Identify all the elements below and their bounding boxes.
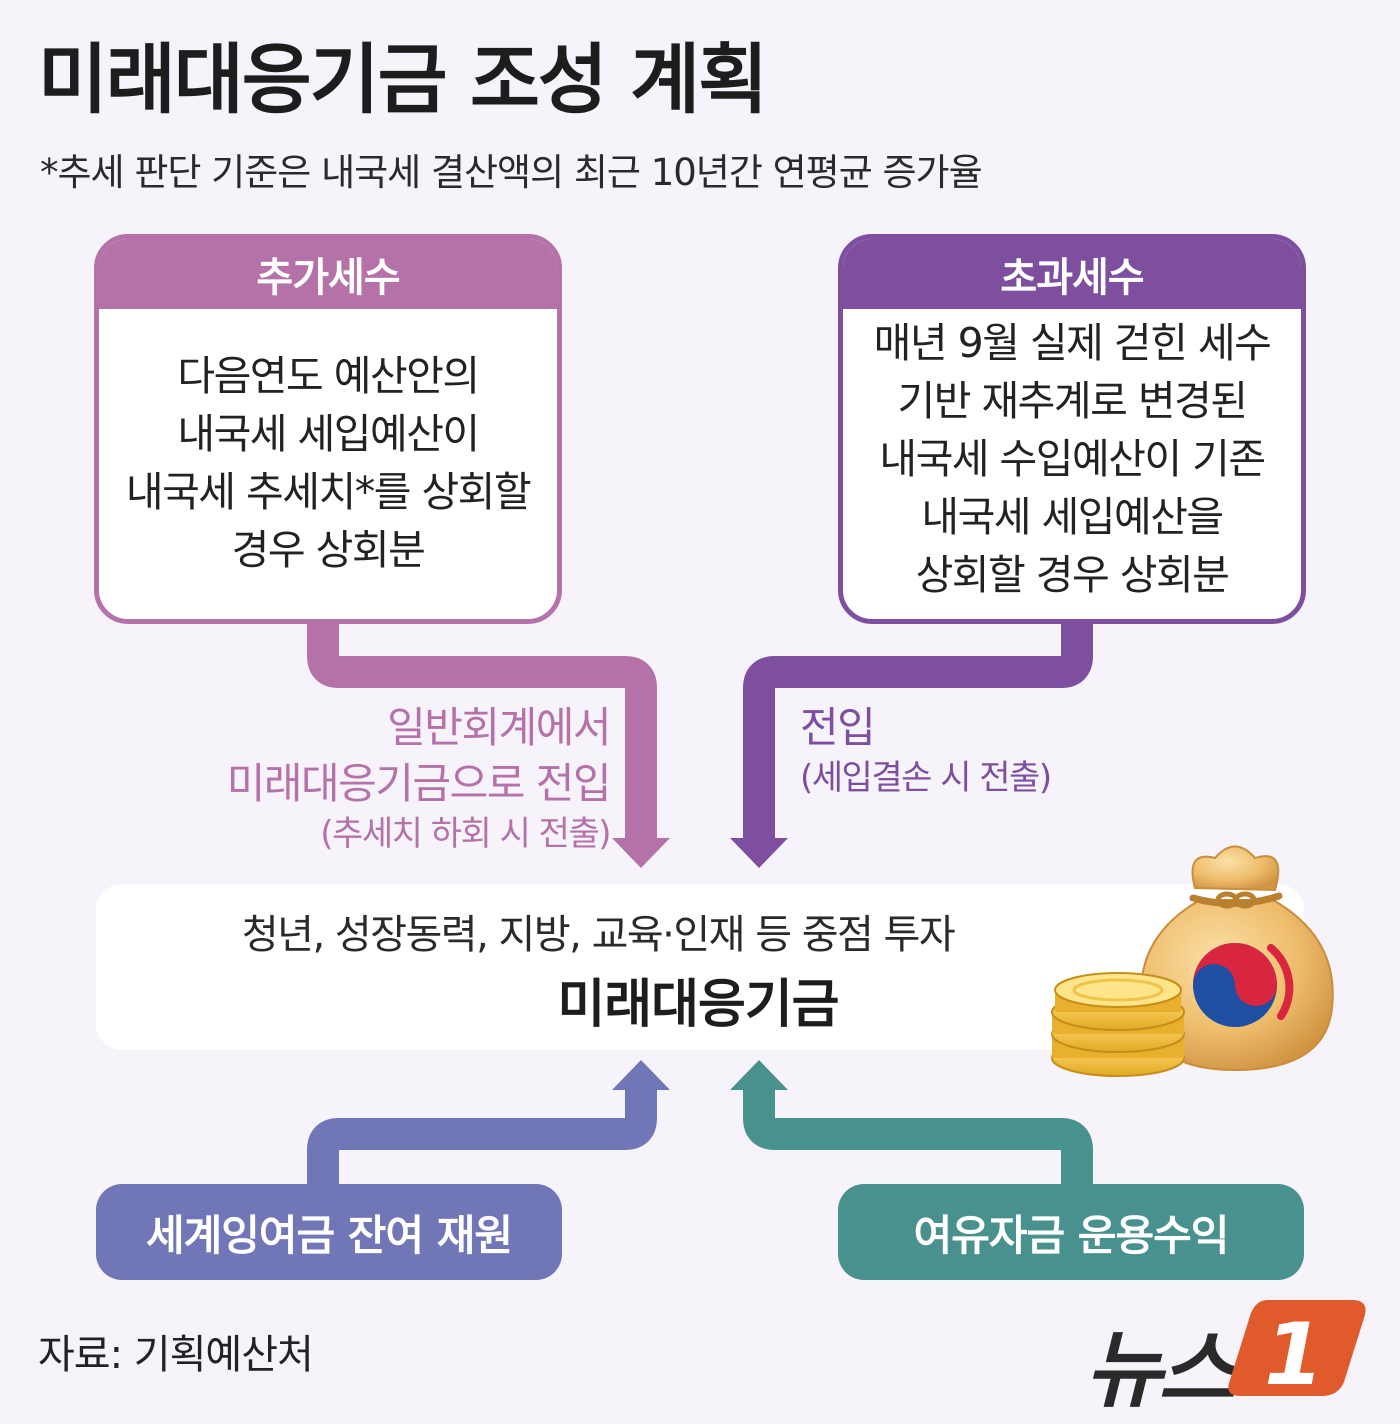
fund-description: 청년, 성장동력, 지방, 교육·인재 등 중점 투자 [241,912,956,958]
excess-tax-line: 상회할 경우 상회분 [915,551,1230,599]
arrow-investment [743,1084,1093,1186]
arrow-excess-tax [743,622,1093,846]
excess-tax-line: 매년 9월 실제 걷힌 세수 [873,319,1272,367]
excess-tax-description: 매년 9월 실제 걷힌 세수 기반 재추계로 변경된 내국세 수입예산이 기존 … [843,309,1301,609]
additional-tax-line: 다음연도 예산안의 [177,352,480,400]
money-bag-icon [1051,845,1334,1077]
left-flow-note: (추세치 하회 시 전출) [320,814,611,854]
additional-tax-box: 추가세수 다음연도 예산안의 내국세 세입예산이 내국세 추세치*를 상회할 경… [94,234,562,624]
left-flow-label: 일반회계에서 미래대응기금으로 전입 (추세치 하회 시 전출) [226,700,612,856]
additional-tax-header: 추가세수 [99,239,557,309]
source-credit: 자료: 기획예산처 [38,1332,314,1378]
excess-tax-line: 내국세 세입예산을 [921,493,1224,541]
fund-name: 미래대응기금 [557,975,839,1035]
excess-tax-line: 기반 재추계로 변경된 [897,377,1248,425]
right-flow-label: 전입 (세입결손 시 전출) [800,700,1052,800]
excess-tax-line: 내국세 수입예산이 기존 [879,435,1266,483]
excess-tax-box: 초과세수 매년 9월 실제 걷힌 세수 기반 재추계로 변경된 내국세 수입예산… [838,234,1306,624]
right-flow-line: 전입 [800,703,876,752]
arrowhead-excess-tax [730,838,788,868]
surplus-source-pill: 세계잉여금 잔여 재원 [96,1184,562,1280]
news1-logo-icon: 1 [1228,1300,1366,1402]
excess-tax-header: 초과세수 [843,239,1301,309]
right-flow-note: (세입결손 시 전출) [800,758,1052,798]
arrow-additional-tax [307,622,657,846]
arrowhead-surplus [612,1060,670,1090]
logo-number: 1 [1264,1305,1324,1402]
left-flow-line: 일반회계에서 [387,703,611,752]
arrowhead-investment [730,1060,788,1090]
additional-tax-line: 내국세 세입예산이 [177,410,480,458]
arrowhead-additional-tax [612,838,670,868]
additional-tax-line: 경우 상회분 [231,526,426,574]
page-title: 미래대응기금 조성 계획 [38,35,768,124]
additional-tax-line: 내국세 추세치*를 상회할 [125,468,532,516]
investment-income-pill: 여유자금 운용수익 [838,1184,1304,1280]
additional-tax-description: 다음연도 예산안의 내국세 세입예산이 내국세 추세치*를 상회할 경우 상회분 [99,309,557,613]
footnote-subtitle: *추세 판단 기준은 내국세 결산액의 최근 10년간 연평균 증가율 [40,151,983,194]
arrow-surplus [307,1084,657,1186]
left-flow-line: 미래대응기금으로 전입 [226,759,612,808]
logo-text: 뉴스 [1085,1321,1236,1419]
